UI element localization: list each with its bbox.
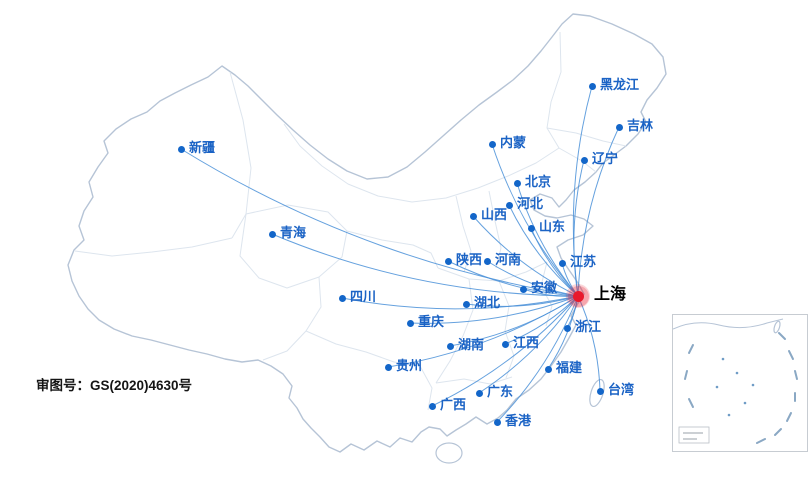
province-label: 吉林 xyxy=(627,118,654,133)
hub-dot[interactable] xyxy=(572,290,584,302)
south-china-sea-inset xyxy=(672,314,808,452)
province-label: 香港 xyxy=(505,413,532,428)
province-label: 新疆 xyxy=(189,140,216,155)
province-label: 陕西 xyxy=(456,252,483,267)
flight-line xyxy=(341,295,579,310)
province-label: 湖北 xyxy=(474,295,501,310)
province-label: 河南 xyxy=(495,252,522,267)
flight-line xyxy=(431,295,579,407)
province-label: 内蒙 xyxy=(500,135,527,150)
flight-line xyxy=(409,295,579,324)
province-label: 江西 xyxy=(513,335,540,350)
province-dot[interactable] xyxy=(527,224,535,232)
province-label: 江苏 xyxy=(570,254,597,269)
province-dot[interactable] xyxy=(505,201,513,209)
province-dot[interactable] xyxy=(444,257,452,265)
province-label: 广东 xyxy=(487,384,514,399)
province-dot[interactable] xyxy=(475,389,483,397)
province-dot[interactable] xyxy=(488,140,496,148)
province-dot[interactable] xyxy=(384,363,392,371)
province-label: 河北 xyxy=(517,196,544,211)
province-dot[interactable] xyxy=(558,259,566,267)
province-dot[interactable] xyxy=(483,257,491,265)
flight-line xyxy=(496,295,579,423)
map-approval-number: 审图号：GS(2020)4630号 xyxy=(36,378,193,393)
province-label: 四川 xyxy=(350,289,377,304)
china-outline xyxy=(67,13,667,453)
inset-coastline xyxy=(673,318,784,330)
province-dot[interactable] xyxy=(519,285,527,293)
flight-line xyxy=(465,295,579,307)
province-dot[interactable] xyxy=(469,212,477,220)
province-dot[interactable] xyxy=(563,324,571,332)
province-dot[interactable] xyxy=(493,418,501,426)
province-label: 山东 xyxy=(539,219,566,234)
province-dot[interactable] xyxy=(501,340,509,348)
province-dot[interactable] xyxy=(462,300,470,308)
province-label: 黑龙江 xyxy=(600,77,640,92)
inset-scale-legend xyxy=(678,426,710,444)
flight-line xyxy=(447,260,579,297)
hub-label: 上海 xyxy=(594,286,627,303)
province-label: 台湾 xyxy=(608,382,635,397)
province-dot[interactable] xyxy=(615,123,623,131)
province-dot[interactable] xyxy=(428,402,436,410)
province-dot[interactable] xyxy=(406,319,414,327)
province-dot[interactable] xyxy=(338,294,346,302)
province-label: 安徽 xyxy=(531,280,558,295)
province-label: 重庆 xyxy=(418,314,445,329)
flight-line xyxy=(516,182,579,297)
inset-islands xyxy=(715,357,755,417)
province-label: 贵州 xyxy=(396,358,423,373)
province-dot[interactable] xyxy=(544,365,552,373)
flight-line xyxy=(486,260,579,297)
flight-line xyxy=(530,227,579,297)
flight-line xyxy=(472,215,579,297)
flight-line xyxy=(387,295,579,368)
flight-line xyxy=(577,126,620,297)
province-dot[interactable] xyxy=(513,179,521,187)
province-dot[interactable] xyxy=(588,82,596,90)
flight-line xyxy=(577,295,601,392)
province-label: 辽宁 xyxy=(592,151,619,166)
flight-line xyxy=(271,233,579,297)
province-label: 浙江 xyxy=(575,319,602,334)
province-label: 青海 xyxy=(280,225,307,240)
province-dot[interactable] xyxy=(596,387,604,395)
flight-line xyxy=(478,295,579,394)
flight-line xyxy=(504,295,579,345)
inset-taiwan xyxy=(773,320,781,334)
province-dot[interactable] xyxy=(268,230,276,238)
province-label: 北京 xyxy=(525,174,552,189)
province-label: 湖南 xyxy=(458,337,485,352)
province-dot[interactable] xyxy=(580,156,588,164)
flight-line xyxy=(547,295,579,370)
province-label: 山西 xyxy=(481,207,508,222)
province-label: 福建 xyxy=(556,360,583,375)
flight-line xyxy=(508,204,579,297)
flight-line xyxy=(491,143,579,297)
flight-line xyxy=(180,148,579,297)
nine-dash-line xyxy=(684,332,798,444)
province-dot[interactable] xyxy=(446,342,454,350)
province-label: 广西 xyxy=(440,397,467,412)
province-dot[interactable] xyxy=(177,145,185,153)
province-borders xyxy=(74,31,627,411)
hainan-island xyxy=(435,442,463,464)
flight-line xyxy=(573,159,585,297)
